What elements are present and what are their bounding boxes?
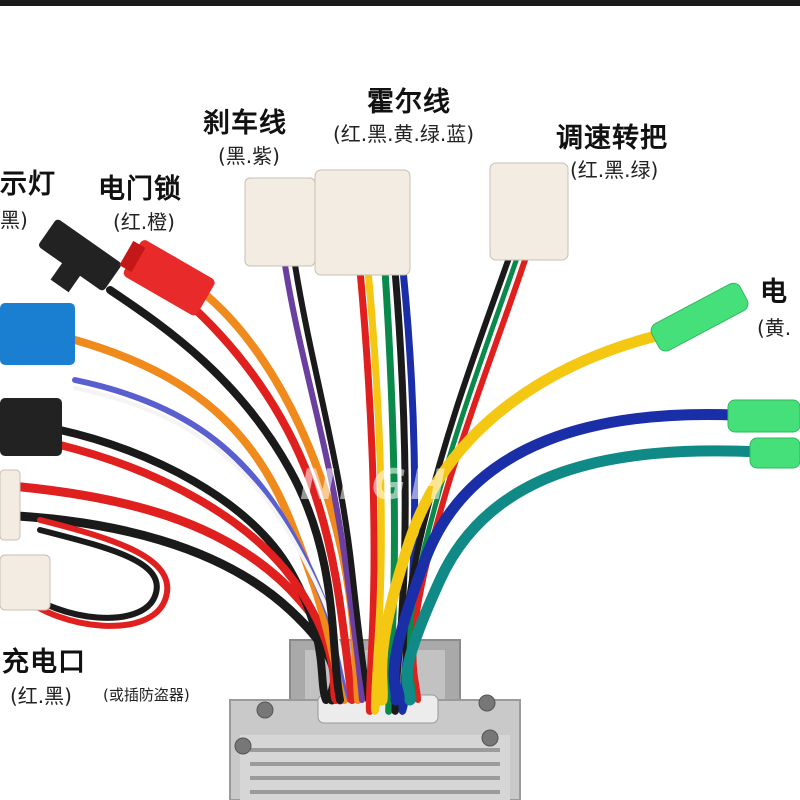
indicator-label: 示灯 <box>0 169 56 200</box>
indicator-connector <box>39 219 121 293</box>
wire-white <box>73 386 354 702</box>
motor-connector <box>727 399 800 433</box>
wire-yellow <box>376 329 666 706</box>
motor-connector <box>650 282 749 352</box>
lock-colors: (红.橙) <box>113 210 175 234</box>
hall-connector <box>314 169 411 276</box>
connectors <box>0 162 800 611</box>
lock-connector <box>119 240 215 316</box>
wire-red <box>356 266 378 715</box>
wire-black <box>56 426 330 704</box>
wire-blue <box>388 409 741 706</box>
hall-colors: (红.黑.黄.绿.蓝) <box>333 122 475 146</box>
charge-connector <box>0 469 21 541</box>
wire-bundle <box>0 252 766 715</box>
screw-icon <box>478 694 496 712</box>
lock-label: 电门锁 <box>98 174 182 205</box>
watermark: NEGH <box>300 460 450 509</box>
throttle-label: 调速转把 <box>556 123 668 154</box>
hall-label: 霍尔线 <box>367 87 451 118</box>
screw-icon <box>256 701 274 719</box>
charge-note: (或插防盗器) <box>103 686 190 704</box>
wire-teal <box>401 445 766 706</box>
charge-colors: (红.黑) <box>10 684 72 708</box>
wire-black <box>292 262 371 703</box>
brake-colors: (黑.紫) <box>218 144 280 168</box>
black-connector <box>0 398 62 456</box>
wire-red-loop <box>17 517 171 629</box>
motor-label: 电 <box>760 277 788 308</box>
brake-label: 刹车线 <box>203 108 287 139</box>
wire-purple <box>282 262 365 703</box>
motor-connector <box>749 437 800 469</box>
wire-black <box>106 286 344 704</box>
throttle-colors: (红.黑.绿) <box>570 158 659 182</box>
screw-icon <box>234 737 252 755</box>
throttle-connector <box>489 162 569 261</box>
charge-label: 充电口 <box>2 647 86 678</box>
wire-red <box>181 296 356 704</box>
top-border <box>0 0 800 6</box>
wire-yellow <box>364 266 385 715</box>
screw-icon <box>481 729 499 747</box>
brake-connector <box>244 177 316 267</box>
blue-connector <box>0 303 75 365</box>
wire-black-loop <box>17 527 160 621</box>
indicator-colors: 黑) <box>0 208 28 232</box>
charge-connector <box>0 554 51 611</box>
motor-colors: (黄. <box>757 316 792 340</box>
